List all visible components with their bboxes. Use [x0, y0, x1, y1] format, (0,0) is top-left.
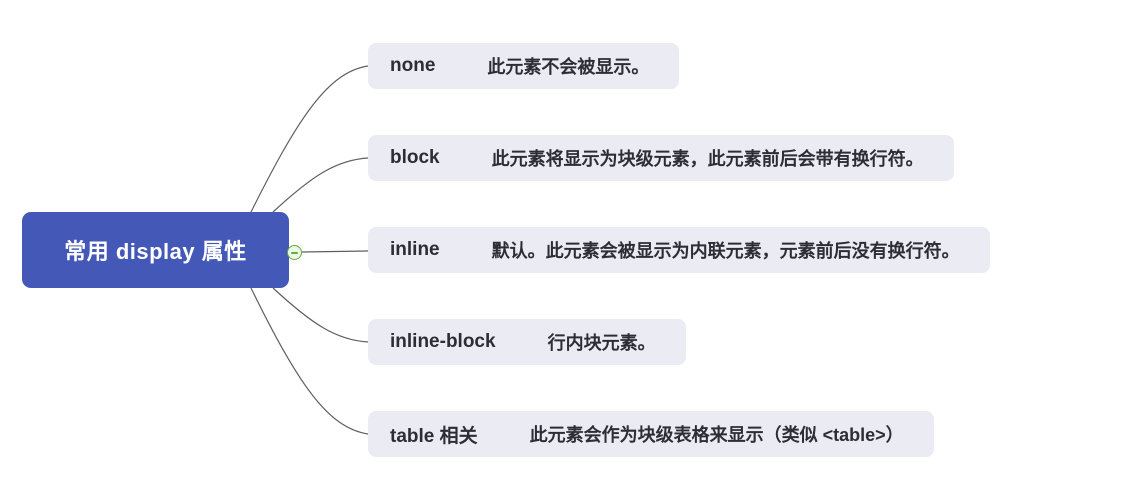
collapse-toggle-button[interactable] — [287, 245, 302, 260]
connector-inline-block — [272, 287, 369, 343]
connector-table — [250, 287, 369, 435]
branch-description: 此元素会作为块级表格来显示（类似 <table>） — [529, 425, 904, 445]
branch-node-inline[interactable]: inline 默认。此元素会被显示为内联元素，元素前后没有换行符。 — [368, 227, 990, 273]
branch-keyword: inline-block — [390, 331, 496, 352]
branch-node-table[interactable]: table 相关 此元素会作为块级表格来显示（类似 <table>） — [368, 411, 934, 457]
branch-node-none[interactable]: none 此元素不会被显示。 — [368, 43, 680, 89]
root-node-label: 常用 display 属性 — [64, 239, 247, 264]
branch-description: 此元素不会被显示。 — [487, 57, 650, 77]
branch-description: 此元素将显示为块级元素，此元素前后会带有换行符。 — [491, 149, 924, 169]
branch-node-inline-block[interactable]: inline-block 行内块元素。 — [368, 319, 686, 365]
root-node-display-properties[interactable]: 常用 display 属性 — [22, 212, 289, 288]
connector-none — [250, 65, 369, 213]
connector-inline — [301, 250, 369, 253]
connector-block — [272, 157, 369, 213]
branch-keyword: inline — [390, 239, 440, 260]
branch-keyword: table 相关 — [390, 425, 478, 447]
branch-description: 默认。此元素会被显示为内联元素，元素前后没有换行符。 — [491, 241, 960, 261]
branch-keyword: none — [390, 55, 436, 76]
minus-icon — [291, 251, 298, 254]
branch-description: 行内块元素。 — [547, 333, 656, 353]
branch-keyword: block — [390, 147, 440, 168]
branch-node-block[interactable]: block 此元素将显示为块级元素，此元素前后会带有换行符。 — [368, 135, 954, 181]
